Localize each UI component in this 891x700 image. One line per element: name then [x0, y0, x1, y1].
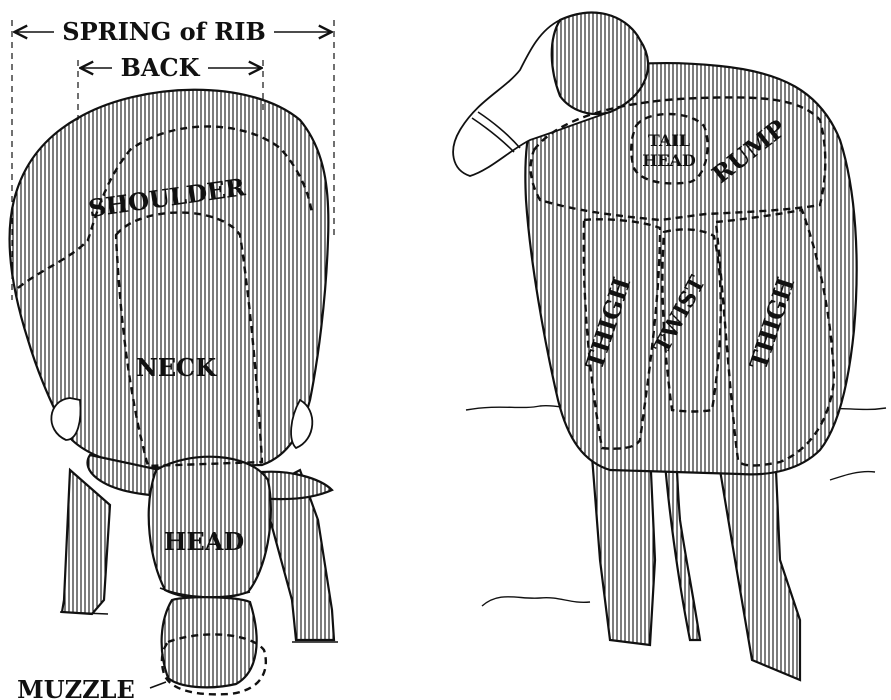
label-neck: NECK: [136, 353, 217, 382]
label-muzzle: MUZZLE: [17, 675, 135, 700]
label-back: BACK: [121, 53, 201, 82]
left-horn: [51, 398, 80, 440]
label-tail-head-line2: HEAD: [642, 151, 696, 170]
front-left-leg: [62, 470, 110, 614]
front-muzzle: [162, 597, 257, 687]
muzzle-leader-line: [150, 682, 166, 688]
label-tail-head-line1: TAIL: [648, 131, 690, 150]
label-head: HEAD: [164, 527, 244, 556]
label-spring-of-rib: SPRING of RIB: [62, 17, 265, 46]
rear-right-leg: [720, 470, 800, 680]
